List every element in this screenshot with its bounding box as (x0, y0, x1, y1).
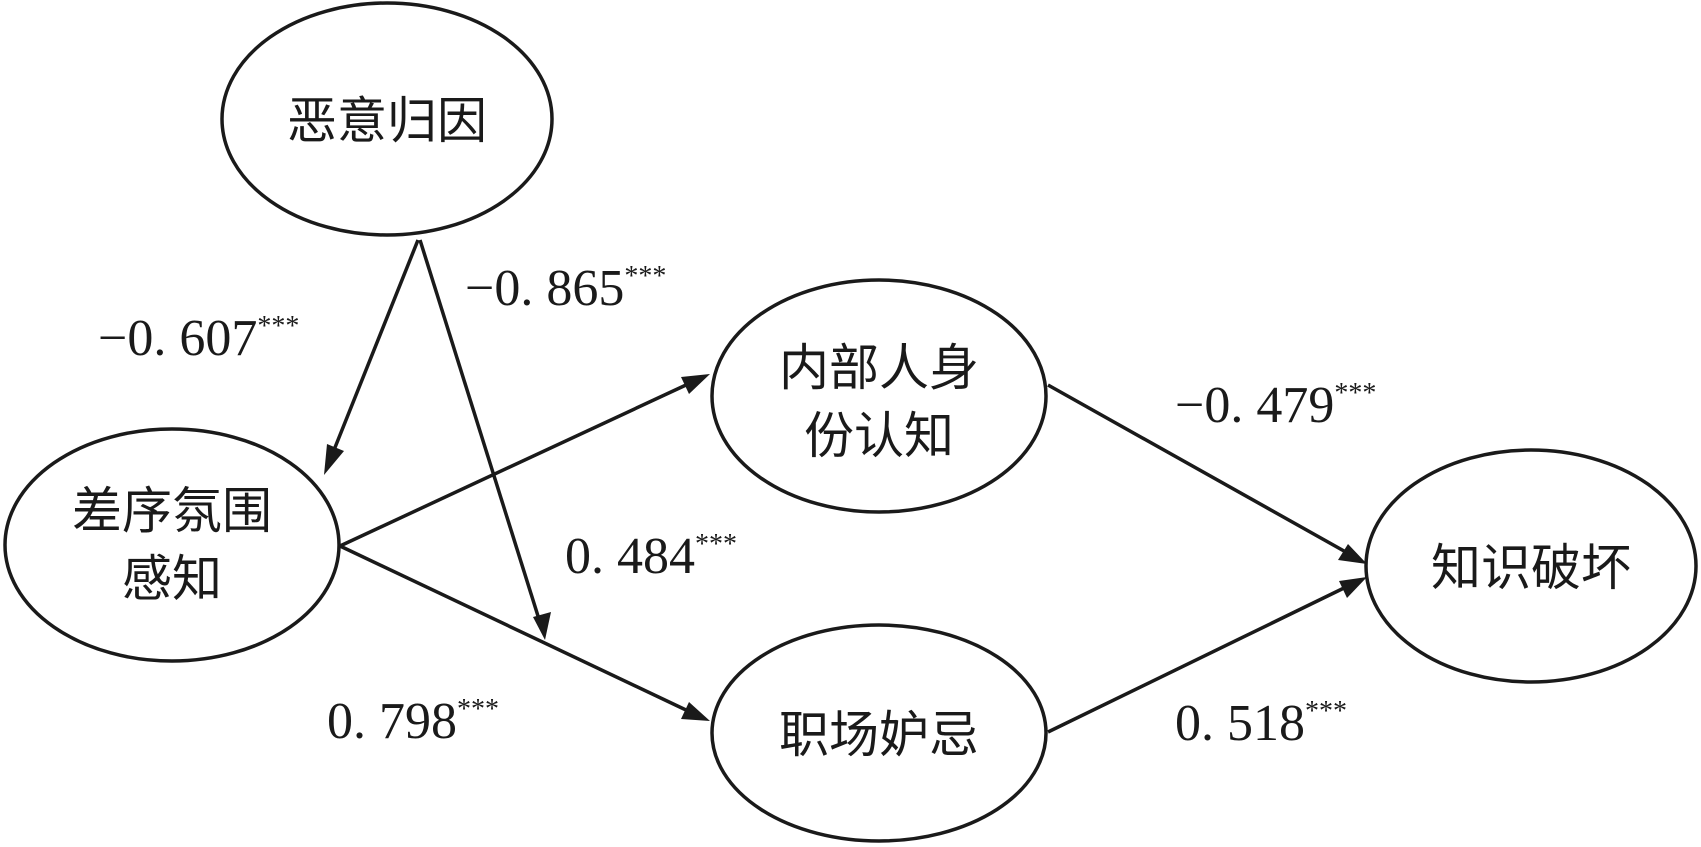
coef-label-malicious-differential: −0. 607*** (98, 310, 299, 367)
node-malicious-attribution: 恶意归因 (220, 1, 554, 237)
node-workplace-envy: 职场妒忌 (710, 623, 1048, 843)
coef-label-insider-sabotage: −0. 479*** (1175, 377, 1376, 434)
edge-envy-sabotage (1047, 577, 1367, 734)
edge-malicious-envy (418, 239, 551, 640)
edge-differential-envy (339, 544, 710, 721)
node-label-line-1: 差序氛围 (72, 482, 272, 540)
coef-label-differential-envy: 0. 798*** (327, 693, 499, 750)
significance-mark: *** (695, 529, 737, 560)
coef-label-malicious-envy: −0. 865*** (465, 260, 666, 317)
significance-mark: *** (1305, 696, 1347, 727)
significance-mark: *** (457, 694, 499, 725)
node-label-line-2: 份认知 (804, 407, 954, 465)
significance-mark: *** (624, 261, 666, 292)
edge-insider-sabotage (1047, 383, 1367, 564)
significance-mark: *** (1334, 378, 1376, 409)
node-label: 知识破坏 (1431, 539, 1631, 597)
node-insider-identity: 内部人身 份认知 (710, 278, 1048, 514)
coef-label-envy-sabotage: 0. 518*** (1175, 695, 1347, 752)
edge-differential-insider (339, 374, 710, 548)
edge-malicious-differential (324, 239, 420, 475)
node-label: 职场妒忌 (779, 706, 979, 764)
node-label: 恶意归因 (287, 92, 487, 150)
node-knowledge-sabotage: 知识破坏 (1364, 448, 1698, 684)
node-label-line-1: 内部人身 (779, 339, 979, 397)
node-differential-climate: 差序氛围 感知 (3, 427, 341, 663)
coef-label-differential-insider: 0. 484*** (565, 528, 737, 585)
node-label-line-2: 感知 (122, 550, 222, 608)
significance-mark: *** (257, 311, 299, 342)
